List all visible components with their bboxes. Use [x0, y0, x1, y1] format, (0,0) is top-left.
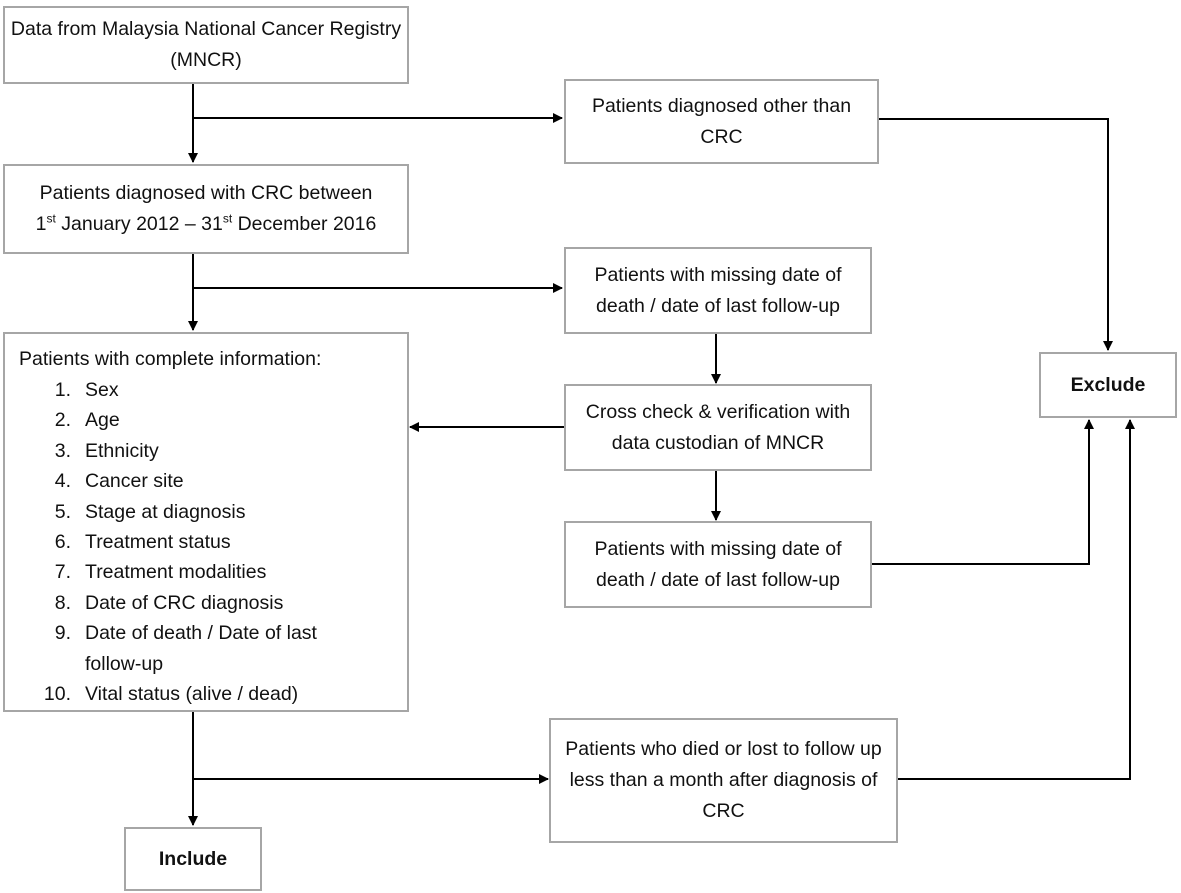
crc-diagnosed-label: Patients diagnosed with CRC between 1st …: [35, 182, 377, 235]
list-item: 8.Date of CRC diagnosis: [54, 591, 284, 614]
mncr-label: Data from Malaysia National Cancer Regis…: [10, 18, 402, 71]
arrow-died-to-exclude: [898, 419, 1135, 780]
list-item: 4.Cancer site: [54, 470, 184, 493]
list-item: 9.Date of death / Date of last follow-up: [54, 622, 317, 675]
arrow-other-to-exclude: [879, 118, 1113, 351]
list-item: 2.Age: [54, 409, 120, 432]
cross-check-label: Cross check & verification with data cus…: [585, 400, 851, 454]
exclude-label: Exclude: [1070, 373, 1146, 396]
missing-date-2-label: Patients with missing date of death / da…: [594, 537, 842, 591]
complete-information-list: 1.Sex 2.Age 3.Ethnicity 4.Cancer site 5.…: [19, 375, 355, 709]
arrow-missing2-to-exclude: [870, 419, 1094, 565]
list-item: 3.Ethnicity: [54, 439, 159, 462]
list-item: 1.Sex: [54, 379, 119, 401]
include-label: Include: [158, 847, 228, 870]
died-or-lost-label: Patients who died or lost to follow up l…: [565, 738, 882, 822]
box-other-than-crc: Patients diagnosed other than CRC: [564, 79, 879, 164]
other-than-crc-label: Patients diagnosed other than CRC: [591, 94, 852, 148]
box-mncr: Data from Malaysia National Cancer Regis…: [3, 6, 409, 84]
box-crc-diagnosed: Patients diagnosed with CRC between 1st …: [3, 164, 409, 254]
list-item: 7.Treatment modalities: [54, 561, 267, 584]
list-item: 5.Stage at diagnosis: [54, 500, 246, 523]
list-item: 6.Treatment status: [54, 531, 231, 554]
box-complete-information: Patients with complete information: 1.Se…: [3, 332, 409, 712]
box-include: Include: [124, 827, 262, 891]
box-died-or-lost: Patients who died or lost to follow up l…: [549, 718, 898, 843]
missing-date-1-label: Patients with missing date of death / da…: [594, 263, 842, 317]
box-cross-check: Cross check & verification with data cus…: [564, 384, 872, 471]
box-missing-date-1: Patients with missing date of death / da…: [564, 247, 872, 334]
box-exclude: Exclude: [1039, 352, 1177, 418]
complete-information-title: Patients with complete information:: [19, 348, 322, 370]
box-missing-date-2: Patients with missing date of death / da…: [564, 521, 872, 608]
list-item: 10.Vital status (alive / dead): [43, 683, 299, 706]
